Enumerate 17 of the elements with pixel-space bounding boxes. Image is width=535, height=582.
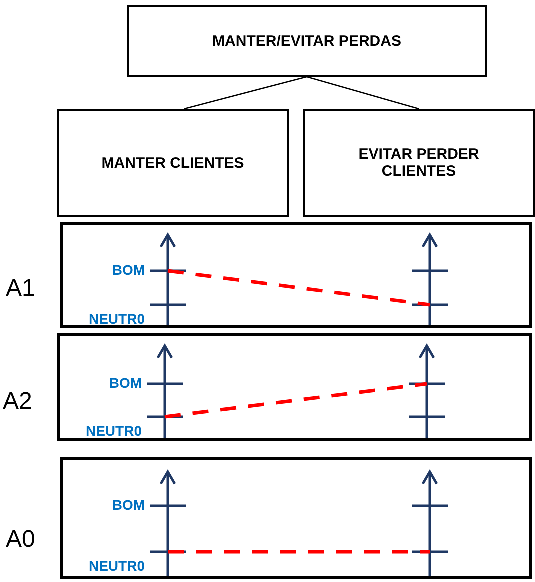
level-label: BOM	[109, 375, 142, 391]
criterion-box	[303, 109, 535, 217]
level-label: NEUTR0	[86, 423, 142, 439]
level-label: NEUTR0	[88, 558, 145, 574]
alternative-label: A0	[6, 526, 36, 554]
alternative-label: A1	[6, 275, 36, 303]
alternative-label: A2	[3, 388, 32, 416]
criterion-title: MANTER CLIENTES	[100, 154, 246, 172]
criterion-box	[127, 5, 487, 77]
criterion-title: EVITAR PERDER CLIENTES	[358, 146, 480, 180]
level-label: BOM	[112, 262, 145, 278]
criterion-title: MANTER/EVITAR PERDAS	[212, 32, 402, 50]
level-label: NEUTR0	[88, 311, 145, 327]
level-label: BOM	[112, 497, 145, 513]
criterion-box	[57, 109, 289, 217]
connector-line	[184, 76, 308, 110]
connector-line	[306, 76, 420, 110]
